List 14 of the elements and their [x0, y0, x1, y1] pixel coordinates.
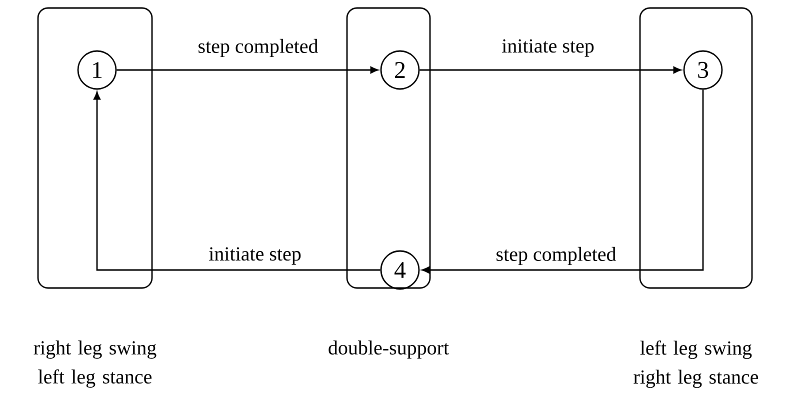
edge-label: initiate step [208, 246, 302, 266]
arrow [94, 92, 380, 271]
group-box [639, 7, 753, 289]
arrow [422, 90, 704, 274]
edge-label: step completed [494, 246, 618, 266]
node-label: right leg swing left leg stance [34, 340, 156, 388]
arrow [420, 66, 682, 74]
node-label: double-support [328, 340, 449, 359]
group-box [37, 7, 153, 289]
edge-label: initiate step [500, 38, 596, 58]
group-box [346, 7, 431, 289]
arrow [116, 66, 378, 74]
edge-label: step completed [196, 38, 320, 58]
node-label: left leg swing right leg stance [634, 340, 758, 388]
